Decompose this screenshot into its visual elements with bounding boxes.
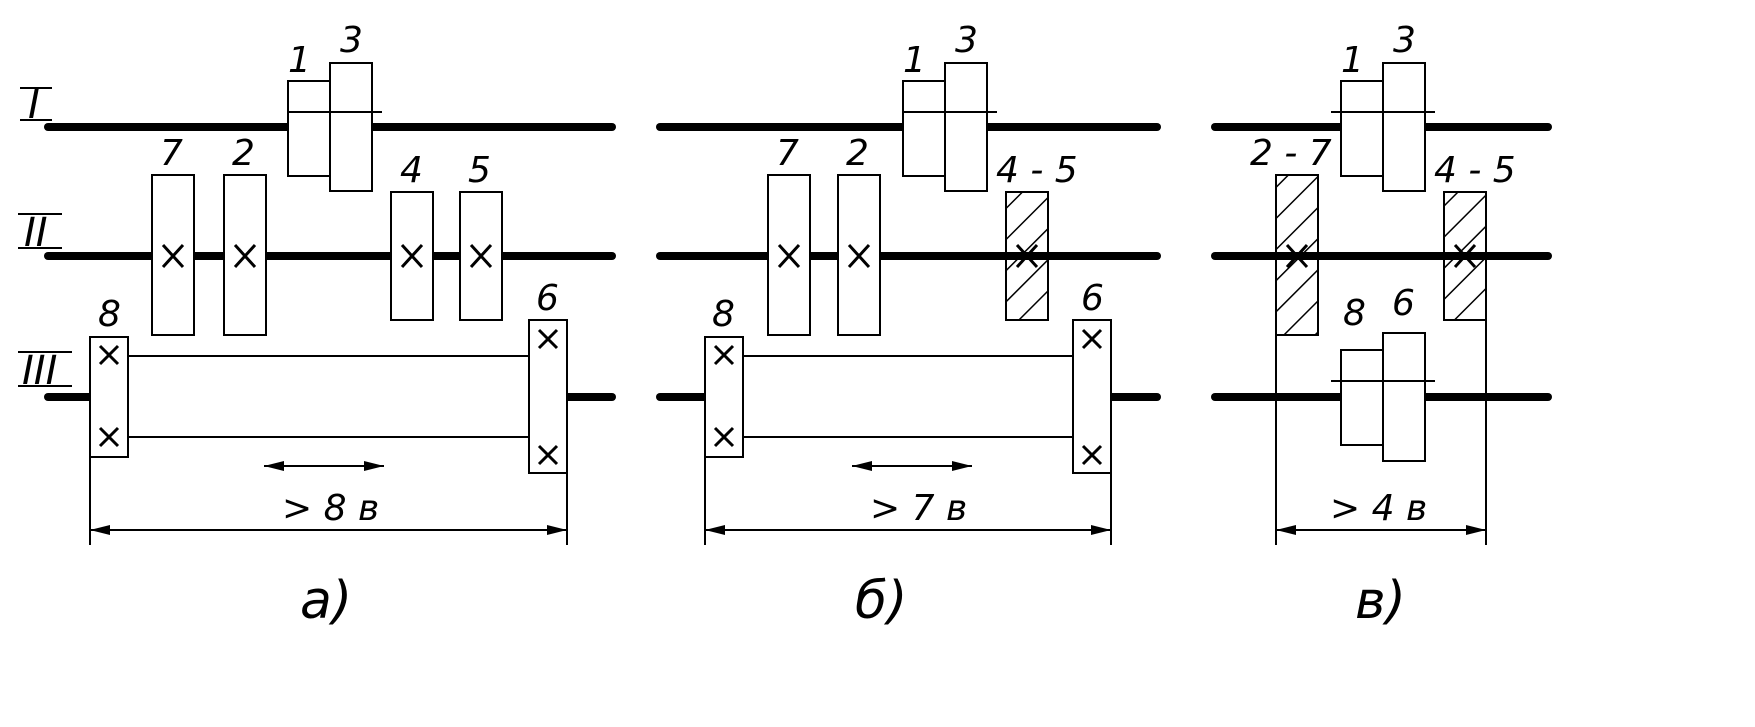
gear-1 bbox=[902, 80, 946, 177]
gear-3 bbox=[944, 62, 988, 192]
gear-6 bbox=[528, 319, 568, 474]
gear-label-3: 3 bbox=[955, 20, 978, 61]
shaft-label-i: I bbox=[28, 82, 40, 128]
dimension-label: > 8 в bbox=[282, 488, 379, 529]
gear-label-6: 6 bbox=[536, 278, 559, 319]
gear-label-4-5: 4 - 5 bbox=[1434, 150, 1516, 191]
panel-b-labels: 1 3 7 2 4 - 5 8 6 > 7 в б) bbox=[712, 20, 1104, 631]
panel-c bbox=[1211, 62, 1552, 545]
gear-label-2-7: 2 - 7 bbox=[1250, 133, 1332, 174]
dimension-label: > 7 в bbox=[870, 488, 967, 529]
gear-label-5: 5 bbox=[468, 150, 491, 191]
panel-b bbox=[656, 62, 1161, 545]
gear-1 bbox=[1340, 80, 1384, 177]
fixed-mark-icon bbox=[161, 243, 493, 269]
gear-label-1: 1 bbox=[1341, 40, 1364, 81]
gear-label-7: 7 bbox=[160, 133, 183, 174]
fixed-mark-icon bbox=[713, 328, 1103, 466]
gear-label-4: 4 bbox=[400, 150, 423, 191]
gear-label-3: 3 bbox=[1393, 20, 1416, 61]
gear-label-6: 6 bbox=[1081, 278, 1104, 319]
gear-3 bbox=[329, 62, 373, 192]
panel-caption: б) bbox=[855, 571, 907, 631]
panel-a-labels: 1 3 7 2 4 5 8 6 > 8 в а) bbox=[98, 20, 559, 631]
shaft-label-iii: III bbox=[22, 348, 57, 394]
gear-label-6: 6 bbox=[1392, 283, 1415, 324]
shaft-labels: I II III bbox=[18, 82, 72, 394]
panel-a bbox=[44, 62, 616, 545]
gear-8 bbox=[1340, 349, 1384, 446]
gear-6 bbox=[1382, 332, 1426, 462]
gear-label-2: 2 bbox=[232, 133, 255, 174]
gear-label-1: 1 bbox=[903, 40, 926, 81]
shaft-label-ii: II bbox=[24, 210, 48, 256]
panel-caption: в) bbox=[1355, 571, 1406, 631]
fixed-mark-icon bbox=[1285, 243, 1477, 269]
gear-1 bbox=[287, 80, 331, 177]
gear-label-8: 8 bbox=[1343, 293, 1366, 334]
gear-label-8: 8 bbox=[712, 294, 735, 335]
gear-label-2: 2 bbox=[846, 133, 869, 174]
dimension-label: > 4 в bbox=[1330, 488, 1427, 529]
fixed-mark-icon bbox=[777, 243, 1039, 269]
gear-label-8: 8 bbox=[98, 294, 121, 335]
gear-7 bbox=[151, 174, 195, 336]
panel-caption: а) bbox=[300, 571, 352, 631]
fixed-mark-icon bbox=[98, 328, 559, 466]
gear-3 bbox=[1382, 62, 1426, 192]
gear-label-1: 1 bbox=[288, 40, 311, 81]
gear-label-4-5: 4 - 5 bbox=[996, 150, 1078, 191]
gear-label-7: 7 bbox=[776, 133, 799, 174]
gear-6 bbox=[1072, 319, 1112, 474]
panel-c-labels: 1 3 2 - 7 4 - 5 8 6 > 4 в в) bbox=[1250, 20, 1516, 631]
gear-label-3: 3 bbox=[340, 20, 363, 61]
